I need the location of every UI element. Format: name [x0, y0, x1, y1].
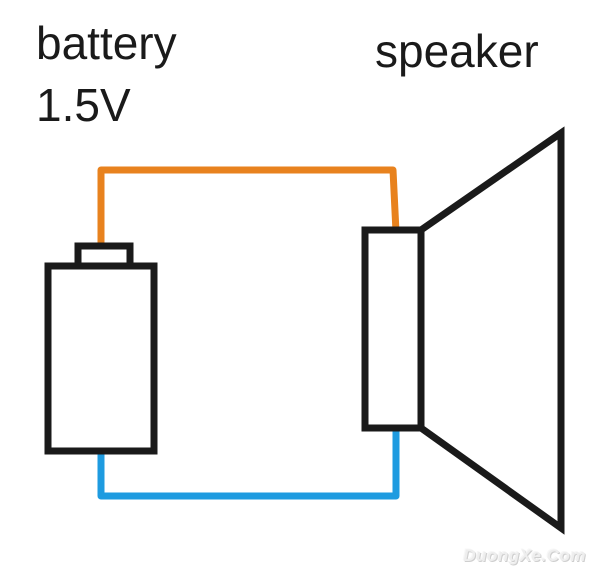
battery-terminal	[74, 242, 134, 270]
battery-body	[44, 262, 158, 455]
negative-wire	[97, 427, 400, 500]
speaker-label: speaker	[375, 25, 539, 77]
battery-voltage-label: 1.5V	[36, 79, 131, 131]
positive-wire	[97, 166, 400, 246]
speaker-magnet	[361, 226, 425, 432]
watermark: DuongXe.Com	[463, 546, 586, 565]
battery-label: battery	[36, 17, 177, 69]
speaker-cone	[417, 126, 565, 535]
